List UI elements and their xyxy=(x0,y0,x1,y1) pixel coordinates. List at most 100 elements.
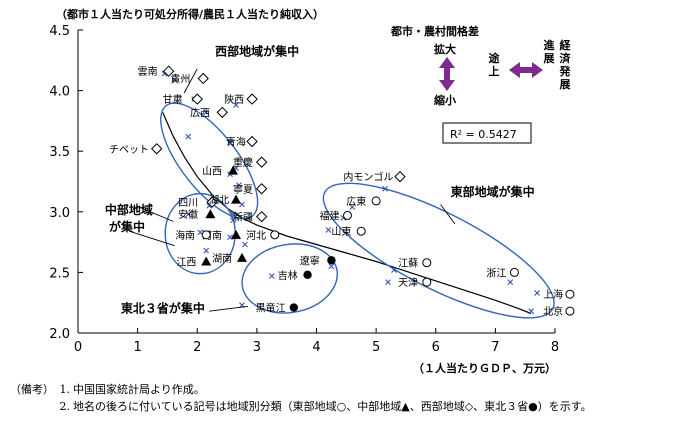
data-point xyxy=(242,241,248,248)
point-label: 寧夏 xyxy=(233,183,253,196)
triangle-marker xyxy=(231,229,242,239)
data-point xyxy=(268,273,275,279)
circle-marker xyxy=(565,289,575,299)
note-number: 1. xyxy=(59,383,71,396)
point-label: 福建 xyxy=(319,209,339,222)
point-label: 重慶 xyxy=(233,156,253,169)
trend-line xyxy=(162,112,532,315)
group-ellipse xyxy=(322,182,555,319)
triangle-marker xyxy=(201,256,212,266)
point-label: 広西 xyxy=(190,106,210,119)
legend-advanced: 進 xyxy=(544,38,556,52)
y-tick-label: 3.5 xyxy=(49,145,70,160)
circle-marker xyxy=(509,267,519,277)
diamond-marker xyxy=(206,196,218,208)
legend-developing: 途 xyxy=(489,51,501,65)
point-label: 内モンゴル xyxy=(343,171,393,184)
point-label: 甘粛 xyxy=(163,93,183,106)
data-point xyxy=(185,211,192,218)
annotation-connector xyxy=(129,230,175,247)
circle-marker xyxy=(422,277,432,287)
horizontal-arrow-icon xyxy=(509,62,543,78)
diamond-marker xyxy=(150,143,163,155)
legend-developing: 上 xyxy=(489,64,500,78)
legend-economy: 済 xyxy=(560,51,572,65)
circle-marker xyxy=(343,210,353,220)
chart-title: （都市１人当たり可処分所得/農民１人当たり純収入） xyxy=(56,7,324,21)
point-label: 貴州 xyxy=(170,72,190,85)
group-annotation: 中部地域 xyxy=(105,202,153,217)
point-label: 北京 xyxy=(543,305,563,318)
dot-marker xyxy=(303,270,312,280)
x-tick-label: 0 xyxy=(74,340,82,355)
data-point xyxy=(385,279,391,285)
point-label: 陝西 xyxy=(224,94,244,106)
point-label: 広東 xyxy=(346,195,366,208)
group-annotation: 東部地域が集中 xyxy=(451,184,535,199)
data-point xyxy=(203,109,210,116)
diamond-marker xyxy=(255,210,268,223)
diamond-marker xyxy=(394,170,406,183)
point-label: 湖南 xyxy=(212,252,232,265)
point-label: 雲南 xyxy=(138,65,158,78)
diamond-marker xyxy=(255,156,268,168)
triangle-marker xyxy=(205,209,216,219)
data-point xyxy=(185,133,192,140)
data-point xyxy=(171,76,178,83)
point-label: 山東 xyxy=(331,225,351,238)
point-label: 天津 xyxy=(398,277,418,289)
data-point xyxy=(236,182,242,189)
notes: （備考） 1. 中国国家統計局より作成。 2. 地名の後ろに付いている記号は地域… xyxy=(10,381,675,415)
annotation-connector xyxy=(138,206,174,222)
x-tick-label: 4 xyxy=(312,340,320,355)
data-point xyxy=(349,204,356,210)
y-tick-label: 4.5 xyxy=(49,24,70,39)
legend-economy: 展 xyxy=(559,78,572,91)
group-annotation: が集中 xyxy=(109,219,145,234)
point-label: 黒竜江 xyxy=(256,302,286,315)
data-point xyxy=(230,211,236,218)
point-label: 新疆 xyxy=(233,211,253,224)
data-point xyxy=(534,290,541,296)
circle-marker xyxy=(422,258,432,268)
x-tick-label: 8 xyxy=(551,340,559,355)
point-label: 江蘇 xyxy=(398,257,418,270)
circle-marker xyxy=(201,230,211,240)
diamond-marker xyxy=(216,106,228,119)
circle-marker xyxy=(371,196,381,206)
data-point xyxy=(325,227,332,233)
group-annotation: 西部地域が集中 xyxy=(215,43,299,58)
y-tick-label: 4.0 xyxy=(49,85,70,100)
dot-marker xyxy=(289,303,299,312)
triangle-marker xyxy=(236,252,247,262)
diamond-marker xyxy=(162,65,175,77)
r-squared-label: R² = 0.5427 xyxy=(450,128,517,141)
legend-shrink: 縮小 xyxy=(434,93,456,107)
legend-expand: 拡大 xyxy=(434,42,456,56)
data-point xyxy=(328,263,335,270)
y-tick-label: 2.0 xyxy=(49,327,70,342)
point-label: 山西 xyxy=(202,166,222,178)
group-annotation: 東北３省が集中 xyxy=(121,300,205,315)
point-label: 安徽 xyxy=(178,208,198,221)
point-label: 遼寧 xyxy=(300,254,320,267)
triangle-marker xyxy=(231,194,242,204)
note-text: 地名の後ろに付いている記号は地域別分類（東部地域○、中部地域▲、西部地域◇、東北… xyxy=(73,400,592,413)
point-label: 四川 xyxy=(178,198,198,209)
overlay: 雲南貴州甘粛広西陝西青海チベット重慶寧夏四川新疆内モンゴル山西湖北安徽河南湖南江… xyxy=(105,24,575,318)
note-number: 2. xyxy=(59,400,71,413)
point-label: 青海 xyxy=(226,136,246,149)
point-label: 河北 xyxy=(246,230,266,242)
point-label: 海南 xyxy=(175,229,195,242)
marks xyxy=(160,70,555,319)
note-row-1: （備考） 1. 中国国家統計局より作成。 xyxy=(10,381,675,398)
triangle-marker xyxy=(228,165,239,175)
group-ellipse xyxy=(241,243,339,314)
annotation-connector xyxy=(440,204,456,225)
note-row-2: 2. 地名の後ろに付いている記号は地域別分類（東部地域○、中部地域▲、西部地域◇… xyxy=(10,398,675,415)
annotation-connector xyxy=(183,68,198,94)
x-tick-label: 6 xyxy=(432,340,440,355)
data-point xyxy=(227,139,233,146)
